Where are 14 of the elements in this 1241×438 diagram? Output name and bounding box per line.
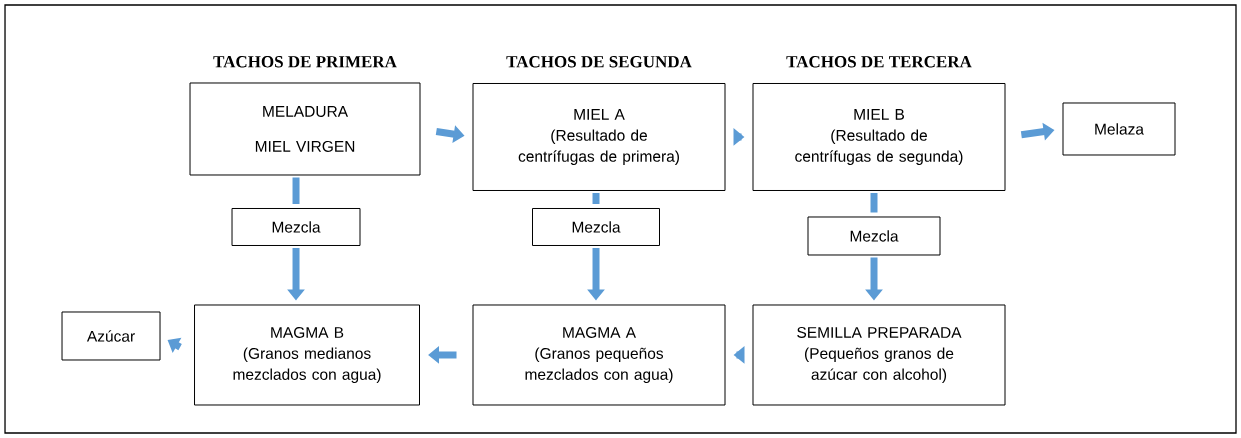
column-heading: TACHOS DE SEGUNDA: [506, 56, 692, 68]
column-heading: TACHOS DE PRIMERA: [213, 56, 397, 68]
process-box: MAGMA A (Granos pequeños mezclados con agua): [472, 304, 726, 406]
process-box: SEMILLA PREPARADA (Pequeños granos de azúcar con alcohol): [752, 304, 1006, 406]
process-box: Mezcla: [231, 208, 361, 246]
process-box: MIEL B (Resultado de centrífugas de segunda): [752, 83, 1006, 191]
process-box: Mezcla: [532, 208, 660, 246]
process-box: MIEL A (Resultado de centrífugas de primera): [472, 83, 726, 191]
column-heading: TACHOS DE TERCERA: [786, 56, 972, 68]
process-box: Azúcar: [61, 311, 161, 361]
process-box: Mezcla: [807, 216, 941, 256]
process-box: MELADURA MIEL VIRGEN: [189, 82, 421, 176]
process-box: MAGMA B (Granos medianos mezclados con agua): [194, 304, 420, 406]
process-box: Melaza: [1062, 102, 1176, 156]
